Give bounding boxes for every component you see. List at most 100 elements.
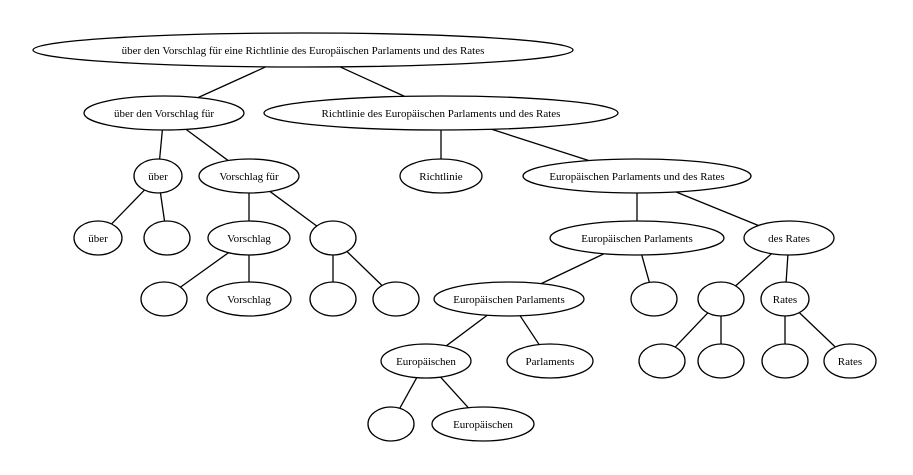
tree-node-n7: Europäischen Parlaments und des Rates [522,158,752,194]
tree-edge-n12-n19 [641,254,650,283]
tree-node-ellipse [83,95,245,131]
tree-node-ellipse [73,220,123,256]
tree-node-ellipse [431,406,535,442]
tree-node-n21: Rates [760,281,810,317]
tree-node-n9 [143,220,191,256]
tree-edge-n2-n5 [185,128,229,162]
tree-node-label: über den Vorschlag für [114,108,214,120]
tree-edge-n18-n23 [519,315,540,345]
tree-node-n25 [697,343,745,379]
tree-edge-n22-n29 [440,376,469,409]
tree-edge-n1-n3 [339,66,405,97]
tree-node-n3: Richtlinie des Europäischen Parlaments u… [263,95,619,131]
tree-node-ellipse [638,343,686,379]
tree-node-ellipse [263,95,619,131]
tree-node-ellipse [433,281,585,317]
tree-node-label: Richtlinie [419,171,463,183]
tree-edge-n11-n17 [346,251,383,286]
tree-node-ellipse [143,220,191,256]
tree-node-label: des Rates [768,233,810,245]
tree-node-label: über [88,233,108,245]
tree-nodes: über den Vorschlag für eine Richtlinie d… [32,32,877,442]
tree-node-ellipse [380,343,472,379]
tree-node-n10: Vorschlag [207,220,291,256]
tree-node-n18: Europäischen Parlaments [433,281,585,317]
tree-node-n16 [309,281,357,317]
tree-node-label: Parlaments [526,356,575,368]
tree-edge-n21-n27 [798,312,836,348]
tree-node-label: Richtlinie des Europäischen Parlaments u… [322,108,561,120]
tree-node-n1: über den Vorschlag für eine Richtlinie d… [32,32,574,68]
tree-node-label: Vorschlag [227,233,271,245]
tree-node-n29: Europäischen [431,406,535,442]
tree-edges [111,66,836,409]
tree-edge-n3-n7 [491,128,590,162]
tree-edge-n22-n28 [399,377,418,409]
tree-node-n11 [309,220,357,256]
tree-node-ellipse [206,281,292,317]
tree-edge-n5-n11 [269,190,318,227]
tree-node-ellipse [761,343,809,379]
tree-edge-n4-n9 [159,192,166,222]
tree-edge-n4-n8 [111,189,145,225]
tree-node-label: Europäischen [396,356,456,368]
tree-node-ellipse [32,32,574,68]
tree-node-ellipse [133,158,183,194]
tree-node-label: Europäischen Parlaments [453,294,565,306]
tree-node-n4: über [133,158,183,194]
tree-node-ellipse [760,281,810,317]
tree-node-ellipse [823,343,877,379]
tree-node-n5: Vorschlag für [198,158,300,194]
tree-node-ellipse [549,220,725,256]
tree-node-n26 [761,343,809,379]
tree-edge-n1-n2 [197,66,267,99]
tree-node-ellipse [522,158,752,194]
tree-node-ellipse [697,281,745,317]
tree-node-ellipse [140,281,188,317]
tree-node-n12: Europäischen Parlaments [549,220,725,256]
tree-node-n23: Parlaments [506,343,594,379]
tree-node-label: Vorschlag für [219,171,279,183]
tree-node-n24 [638,343,686,379]
tree-edge-n10-n14 [180,252,229,288]
tree-node-n14 [140,281,188,317]
tree-edge-n12-n18 [540,253,605,285]
tree-node-label: Europäischen Parlaments und des Rates [549,171,724,183]
tree-node-label: Europäischen Parlaments [581,233,693,245]
tree-edge-n7-n13 [675,191,759,227]
tree-node-ellipse [506,343,594,379]
tree-node-ellipse [207,220,291,256]
tree-node-ellipse [697,343,745,379]
tree-node-n20 [697,281,745,317]
tree-edge-n13-n21 [785,254,789,283]
tree-node-n15: Vorschlag [206,281,292,317]
tree-edge-n18-n22 [445,314,488,347]
tree-node-ellipse [743,220,835,256]
tree-node-n13: des Rates [743,220,835,256]
tree-node-ellipse [198,158,300,194]
tree-edge-n13-n20 [735,253,772,287]
tree-node-label: Vorschlag [227,294,271,306]
tree-node-ellipse [367,406,415,442]
tree-node-n19 [630,281,678,317]
tree-node-n8: über [73,220,123,256]
tree-node-n28 [367,406,415,442]
tree-node-label: Rates [773,294,797,306]
tree-node-n2: über den Vorschlag für [83,95,245,131]
tree-node-ellipse [630,281,678,317]
tree-node-ellipse [372,281,420,317]
tree-node-ellipse [309,220,357,256]
tree-edge-n20-n24 [674,312,709,348]
tree-node-label: über [148,171,168,183]
tree-node-n27: Rates [823,343,877,379]
tree-node-ellipse [309,281,357,317]
tree-node-n22: Europäischen [380,343,472,379]
tree-edge-n2-n4 [158,129,164,160]
tree-node-label: Rates [838,356,862,368]
tree-node-ellipse [399,158,483,194]
tree-node-label: über den Vorschlag für eine Richtlinie d… [122,45,485,57]
tree-node-n6: Richtlinie [399,158,483,194]
tree-node-label: Europäischen [453,419,513,431]
tree-node-n17 [372,281,420,317]
